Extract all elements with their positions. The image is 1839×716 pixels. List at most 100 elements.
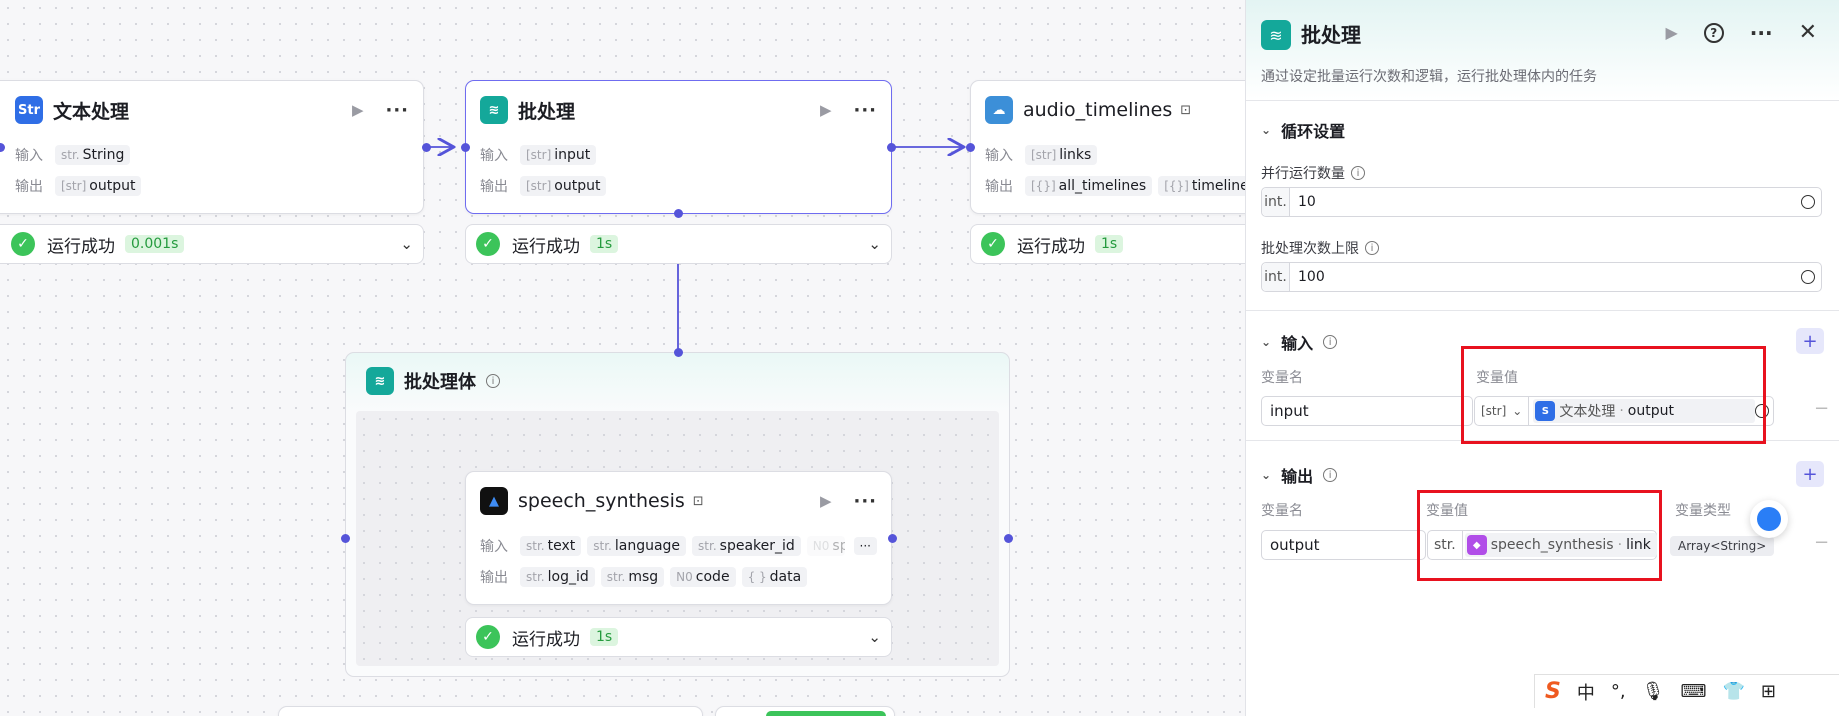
remove-input-icon[interactable]: − <box>1814 398 1830 419</box>
info-icon[interactable]: i <box>1365 241 1379 255</box>
input-var-value-field[interactable]: [str]⌄ S 文本处理 · output <box>1474 396 1774 426</box>
workflow-canvas[interactable]: Str 文本处理 ▶ ··· 输入 str.String 输出 [str]out… <box>0 0 1245 716</box>
port[interactable] <box>461 143 470 152</box>
node-speech-synthesis[interactable]: ▲ speech_synthesis ⊡ ▶ ··· 输入 str.text s… <box>465 471 892 605</box>
input-var-name-field[interactable]: input <box>1261 396 1473 426</box>
chevron-down-icon[interactable]: ⌄ <box>400 235 413 253</box>
output-section-toggle[interactable]: ⌄ 输出 i <box>1261 463 1338 487</box>
batch-limit-input[interactable]: int. 100 <box>1261 262 1822 292</box>
run-status[interactable]: ✓ 运行成功 0.001s ⌄ <box>0 224 424 264</box>
run-status[interactable]: ✓ 运行成功 1s ⌄ <box>465 617 892 657</box>
more-icon[interactable]: ··· <box>853 99 877 121</box>
port[interactable] <box>341 534 350 543</box>
ref-field-name: output <box>1627 403 1674 419</box>
keyboard-icon[interactable]: ⌨ <box>1680 681 1707 702</box>
add-input-button[interactable]: + <box>1796 328 1824 354</box>
input-value[interactable]: 100 <box>1298 269 1325 285</box>
stepper-icon[interactable] <box>1801 195 1815 209</box>
port[interactable] <box>966 143 975 152</box>
duration-badge: 1s <box>590 628 619 646</box>
input-section-toggle[interactable]: ⌄ 输入 i <box>1261 330 1338 354</box>
grid-icon[interactable]: ⊞ <box>1760 681 1776 702</box>
port[interactable] <box>0 143 5 152</box>
audio-plugin-icon: ☁ <box>985 96 1013 124</box>
batch-node-icon: ≋ <box>480 96 508 124</box>
type-label: [str] <box>1481 404 1507 418</box>
chevron-down-icon: ⌄ <box>1261 123 1272 137</box>
run-status[interactable]: ✓ 运行成功 1s ⌄ <box>465 224 892 264</box>
more-icon[interactable]: ··· <box>853 490 877 512</box>
node-title: audio_timelines <box>1023 99 1173 121</box>
output-chip: str.msg <box>600 567 665 587</box>
play-icon[interactable]: ▶ <box>351 101 364 119</box>
reference-chip[interactable]: S 文本处理 · output <box>1533 399 1756 423</box>
more-icon[interactable]: ··· <box>385 99 409 121</box>
info-icon[interactable]: i <box>1323 468 1338 482</box>
col-var-name: 变量名 <box>1261 370 1303 386</box>
run-status[interactable]: ✓ 运行成功 1s <box>970 224 1245 264</box>
output-var-name-field[interactable]: output <box>1261 530 1426 560</box>
node-partial[interactable] <box>278 706 703 716</box>
ref-separator: · <box>1617 537 1623 553</box>
port[interactable] <box>887 143 896 152</box>
col-var-name: 变量名 <box>1261 503 1303 519</box>
chevron-down-icon: ⌄ <box>1261 468 1272 482</box>
port[interactable] <box>674 209 683 218</box>
duration-badge: 1s <box>590 235 619 253</box>
col-var-value: 变量值 <box>1426 503 1468 519</box>
ime-punct-toggle[interactable]: °, <box>1610 681 1626 702</box>
info-icon[interactable]: i <box>486 374 500 388</box>
port[interactable] <box>422 143 431 152</box>
batch-body-icon: ≋ <box>366 367 394 395</box>
loop-section-toggle[interactable]: ⌄ 循环设置 <box>1261 118 1345 142</box>
type-select[interactable]: [str]⌄ <box>1475 397 1530 425</box>
add-output-button[interactable]: + <box>1796 461 1824 487</box>
type-prefix: int. <box>1262 188 1290 216</box>
node-partial[interactable] <box>715 706 895 716</box>
node-title: speech_synthesis <box>518 490 685 512</box>
port[interactable] <box>1004 534 1013 543</box>
panel-description: 通过设定批量运行次数和逻辑，运行批处理体内的任务 <box>1261 69 1597 85</box>
reference-chip[interactable]: ◆ speech_synthesis · link <box>1464 533 1657 557</box>
node-audio-timelines[interactable]: ☁ audio_timelines ⊡ 输入 [str]links 输出 [{}… <box>970 80 1245 214</box>
chevron-down-icon[interactable]: ⌄ <box>868 235 881 253</box>
success-icon: ✓ <box>476 232 500 256</box>
skin-icon[interactable]: 👕 <box>1722 681 1745 702</box>
chevron-down-icon[interactable]: ⌄ <box>868 628 881 646</box>
output-chip: [{}]timelines <box>1158 176 1245 196</box>
stepper-icon[interactable] <box>1801 270 1815 284</box>
reference-icon[interactable] <box>1755 404 1769 418</box>
text-node-icon: Str <box>15 96 43 124</box>
ime-lang-toggle[interactable]: 中 <box>1576 682 1595 704</box>
input-label: 输入 <box>985 148 1013 164</box>
help-icon[interactable]: ? <box>1703 22 1724 43</box>
play-icon[interactable]: ▶ <box>819 101 832 119</box>
play-icon[interactable]: ▶ <box>1665 23 1678 42</box>
port[interactable] <box>888 534 897 543</box>
sogou-logo-icon[interactable]: S <box>1545 679 1561 704</box>
play-icon[interactable]: ▶ <box>819 492 832 510</box>
section-title: 输入 <box>1281 334 1314 353</box>
port[interactable] <box>674 348 683 357</box>
close-icon[interactable]: ✕ <box>1798 20 1817 45</box>
node-text-processing[interactable]: Str 文本处理 ▶ ··· 输入 str.String 输出 [str]out… <box>0 80 424 214</box>
input-value[interactable]: 10 <box>1298 194 1316 210</box>
more-icon[interactable]: ··· <box>1749 20 1773 45</box>
output-label: 输出 <box>15 179 43 195</box>
chat-assistant-button[interactable] <box>1750 500 1788 538</box>
parallel-count-input[interactable]: int. 10 <box>1261 187 1822 217</box>
microphone-icon[interactable]: 🎙 <box>1641 681 1665 702</box>
info-icon[interactable]: i <box>1323 335 1338 349</box>
remove-output-icon[interactable]: − <box>1814 532 1830 553</box>
text-node-icon: S <box>1535 401 1556 421</box>
status-text: 运行成功 <box>512 629 580 650</box>
more-inputs-button[interactable]: ··· <box>853 537 877 555</box>
output-var-value-field[interactable]: str. ◆ speech_synthesis · link <box>1427 530 1657 560</box>
highlight-box <box>1417 490 1662 581</box>
col-var-type: 变量类型 <box>1675 503 1731 519</box>
type-label: str. <box>1428 531 1463 559</box>
info-icon[interactable]: i <box>1351 166 1365 180</box>
node-batch[interactable]: ≋ 批处理 ▶ ··· 输入 [str]input 输出 [str]output <box>465 80 892 214</box>
